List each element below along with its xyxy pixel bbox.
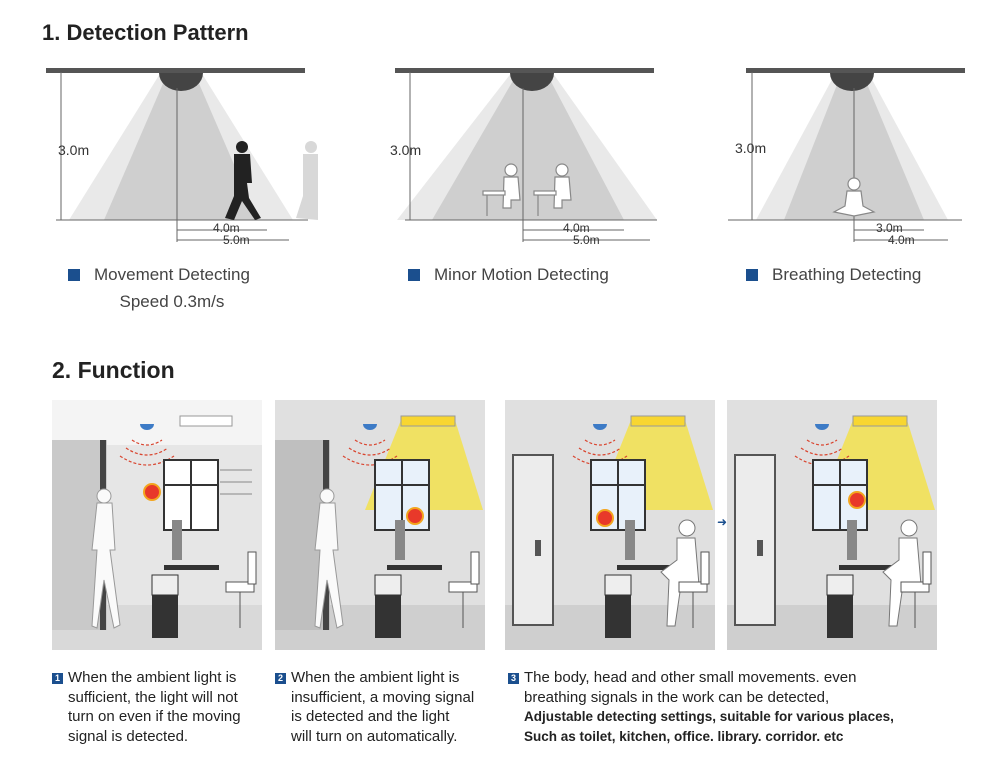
walking-person-icon [314, 488, 344, 629]
legend-label: Movement Detecting [94, 265, 250, 284]
inner-radius-label: 4.0m [563, 221, 590, 235]
scene-light-on [275, 400, 485, 650]
seated-worker-icon [482, 163, 572, 216]
outer-radius-label: 5.0m [573, 233, 600, 247]
sensor-icon [815, 424, 829, 430]
legend-label: Breathing Detecting [772, 265, 922, 284]
scene-breathing-detected [727, 400, 937, 650]
legend-label: Minor Motion Detecting [434, 265, 609, 284]
outer-radius-label: 4.0m [888, 233, 915, 247]
height-label: 3.0m [58, 142, 89, 158]
height-label: 3.0m [735, 140, 766, 156]
caption-number-badge: 3 [508, 673, 519, 684]
legend-speed: Speed 0.3m/s [119, 292, 225, 311]
sun-icon [406, 507, 424, 525]
scene-desk-working [505, 400, 715, 650]
section-title-function: 2. Function [52, 357, 175, 383]
inner-radius-label: 3.0m [876, 221, 903, 235]
sun-icon [848, 491, 866, 509]
office-chair-icon [900, 551, 932, 628]
breathing-detection-diagram: 3.0m 3.0m 4.0m [728, 68, 965, 247]
legend-movement: Movement Detecting Speed 0.3m/s [68, 265, 250, 315]
caption-number-badge: 2 [275, 673, 286, 684]
legend-minor-motion: Minor Motion Detecting [408, 265, 609, 288]
movement-detection-diagram: 3.0m 4.0m 5.0m [46, 68, 318, 247]
scene-light-off [52, 400, 262, 650]
sensor-icon [593, 424, 607, 430]
sensor-icon [140, 424, 154, 430]
sun-icon [143, 483, 161, 501]
walking-person-icon [91, 488, 121, 629]
inner-radius-label: 4.0m [213, 221, 240, 235]
meditating-person-icon [832, 177, 876, 217]
outer-radius-label: 5.0m [223, 233, 250, 247]
office-chair-icon [448, 551, 480, 628]
minor-motion-detection-diagram: 3.0m 4.0m 5.0m [390, 68, 657, 247]
legend-square-icon [408, 269, 420, 281]
height-label: 3.0m [390, 142, 421, 158]
office-chair-icon [225, 551, 257, 628]
legend-square-icon [68, 269, 80, 281]
sun-icon [596, 509, 614, 527]
office-chair-icon [678, 551, 710, 628]
walking-person-icon [225, 141, 261, 220]
section-title-detection-pattern: 1. Detection Pattern [42, 20, 249, 45]
legend-square-icon [746, 269, 758, 281]
caption-number-badge: 1 [52, 673, 63, 684]
legend-breathing: Breathing Detecting [746, 265, 921, 288]
arrow-right-icon: ➜ [717, 515, 728, 529]
sensor-icon [363, 424, 377, 430]
